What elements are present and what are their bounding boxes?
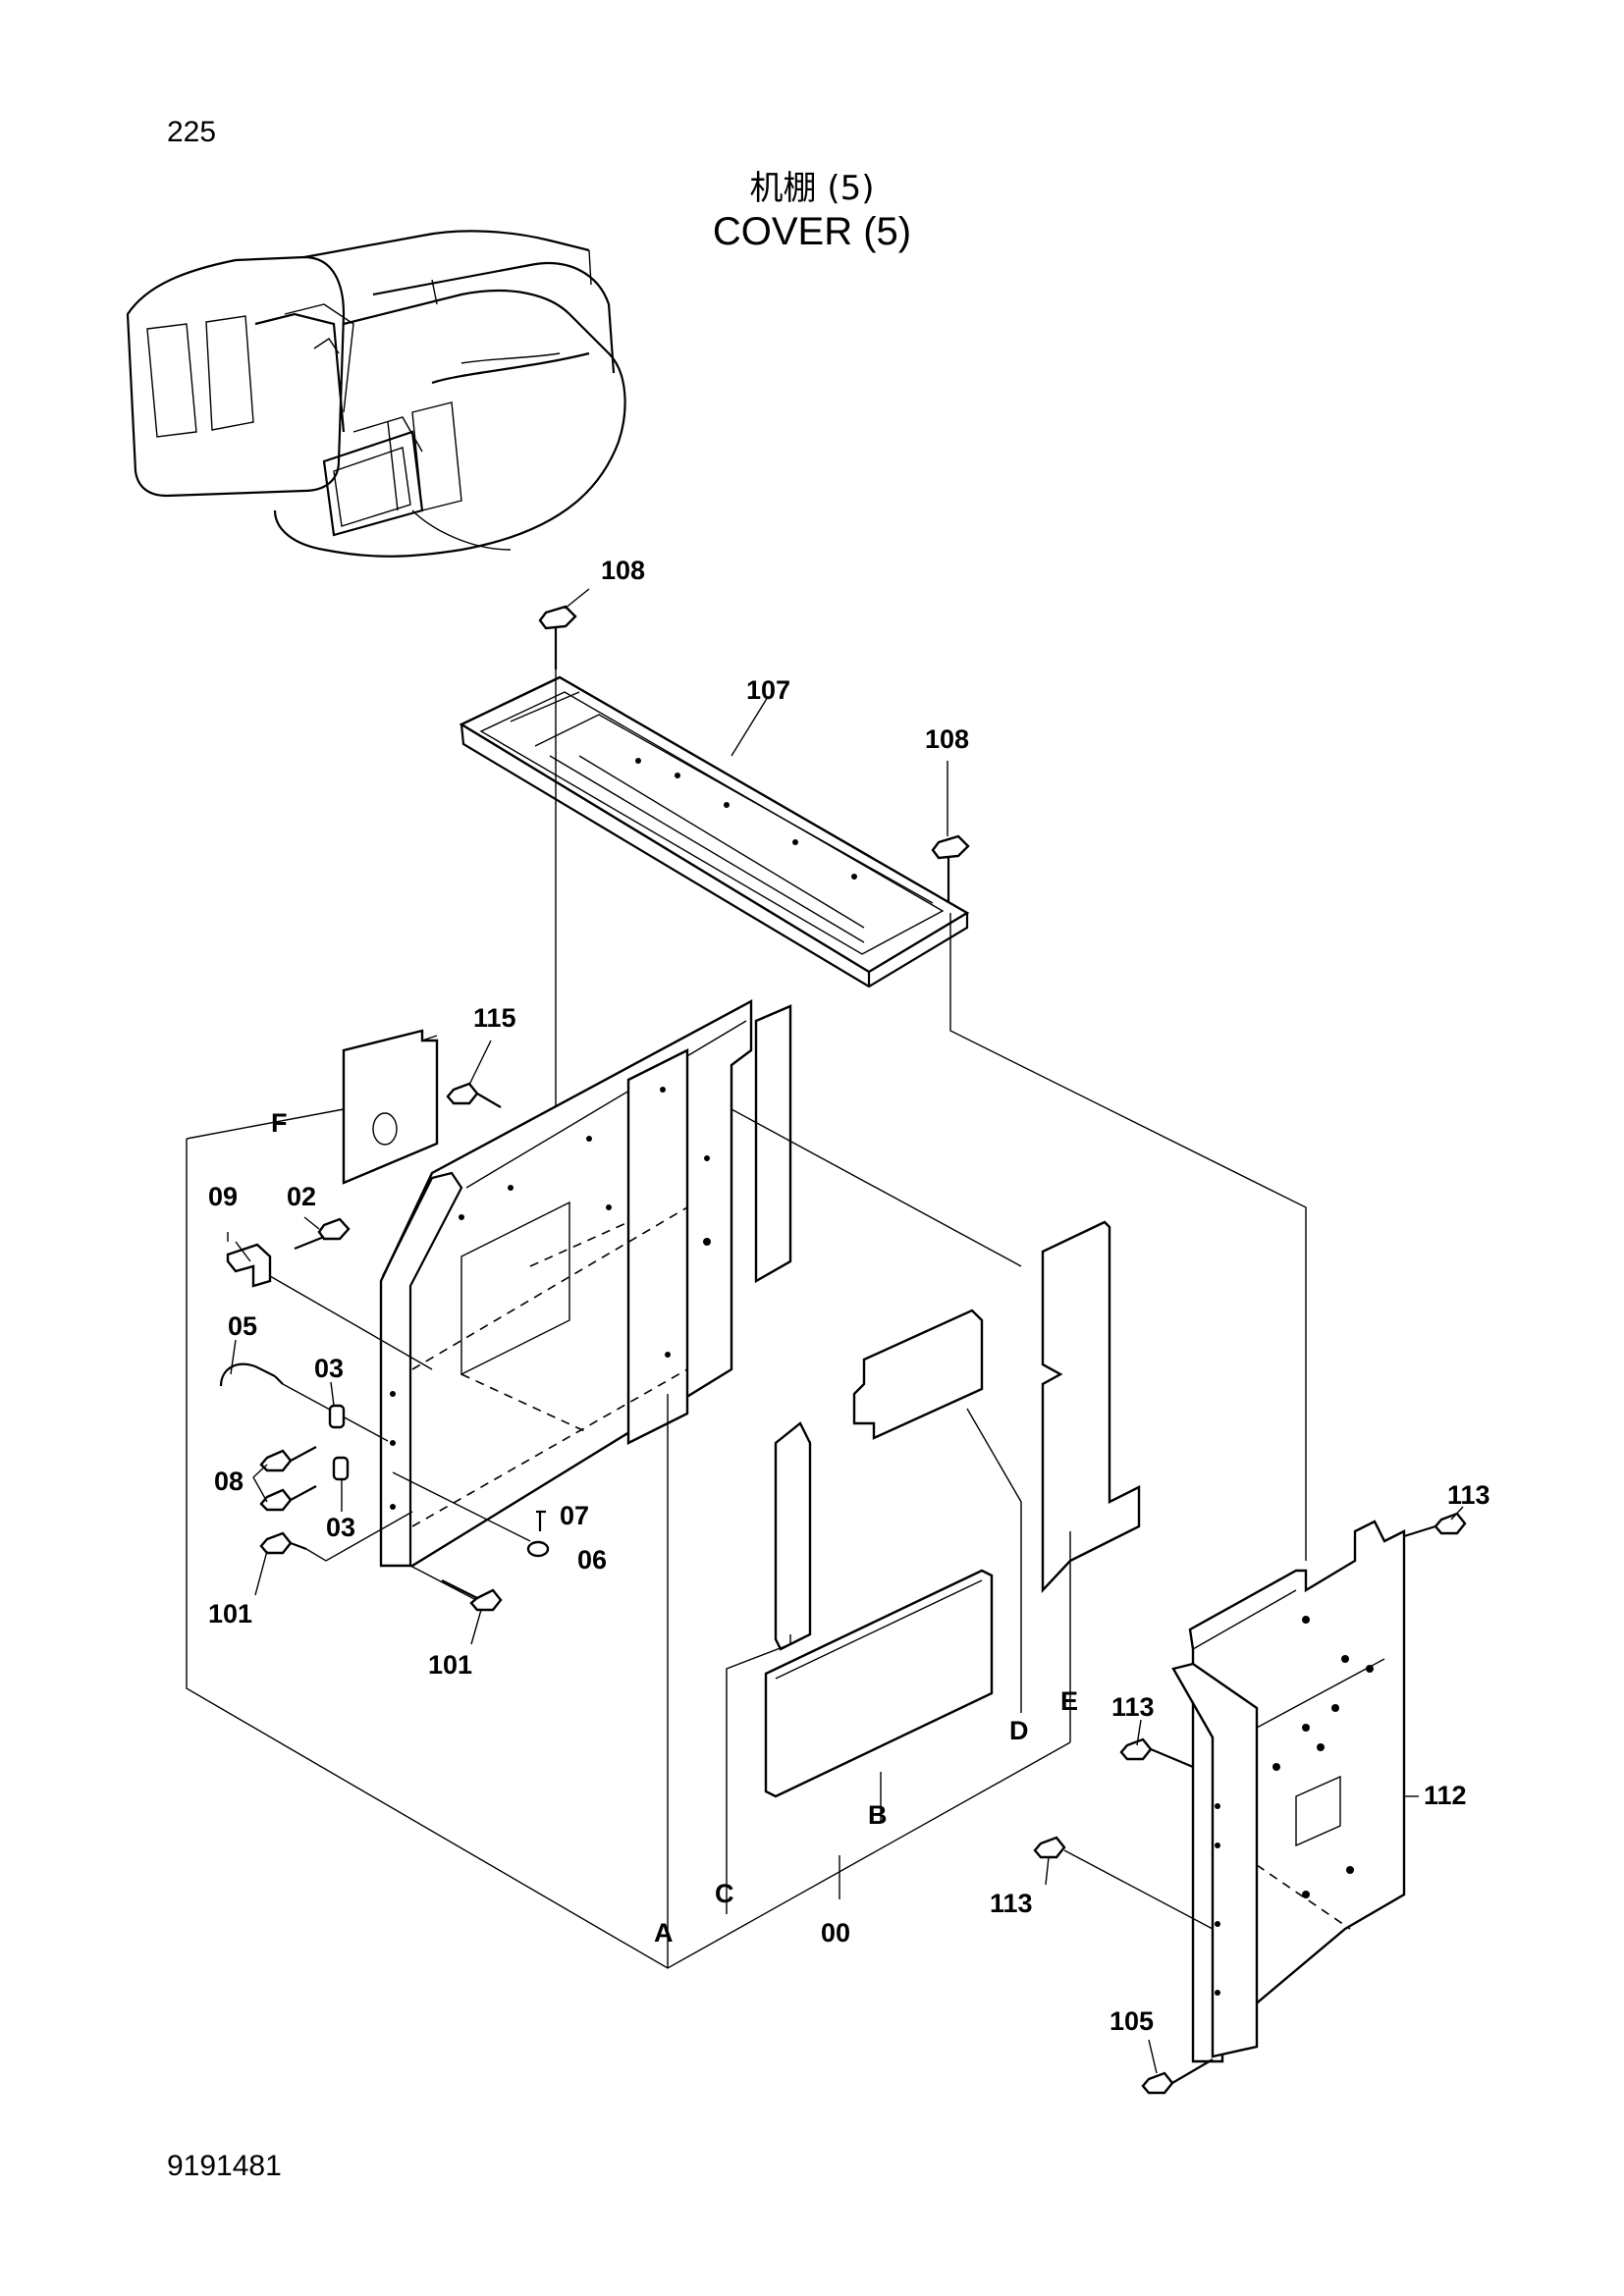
leader-08 (252, 1464, 268, 1503)
callout-00: 00 (821, 1918, 850, 1948)
part-115-bolt (446, 1082, 502, 1108)
callout-E: E (1060, 1686, 1078, 1716)
leader-113a (1450, 1506, 1464, 1521)
leader-03a (330, 1381, 335, 1407)
callout-05: 05 (228, 1311, 257, 1341)
part-07-pin (536, 1510, 546, 1531)
callout-113-middle: 113 (1111, 1692, 1155, 1722)
part-09-bracket (226, 1232, 272, 1288)
part-105-bolt (1141, 2058, 1214, 2095)
drawing-number: 9191481 (167, 2150, 282, 2182)
part-101-bolt-left (259, 1531, 307, 1555)
leader-07-line (392, 1471, 531, 1542)
leader-101-center-line (409, 1565, 477, 1601)
callout-C: C (715, 1879, 734, 1908)
callout-108-right: 108 (925, 724, 969, 754)
callout-105: 105 (1110, 2006, 1154, 2036)
part-03-clip-lower (332, 1456, 350, 1481)
callout-03-upper: 03 (314, 1354, 344, 1383)
part-113-bolt-middle (1119, 1737, 1194, 1769)
leader-09-line (269, 1275, 433, 1370)
leader-101b (470, 1609, 482, 1645)
leader-E (731, 1108, 1022, 1267)
part-06-washer (526, 1540, 550, 1558)
callout-101-left: 101 (208, 1599, 252, 1629)
callout-03-lower: 03 (326, 1513, 355, 1542)
callout-09: 09 (208, 1182, 238, 1211)
title-english: COVER (5) (712, 210, 912, 253)
leader-02 (303, 1216, 320, 1230)
callout-07: 07 (560, 1501, 589, 1530)
leader-05 (230, 1339, 237, 1375)
callout-113-lower: 113 (990, 1889, 1033, 1918)
callout-101-center: 101 (428, 1650, 472, 1680)
leader-115 (468, 1040, 492, 1086)
part-112-side-panel (1171, 1520, 1406, 2063)
callout-06: 06 (577, 1545, 607, 1575)
title-chinese: 机棚 (5) (749, 169, 875, 208)
part-E-insulation-pad (1041, 1220, 1141, 1594)
callout-113-top: 113 (1447, 1480, 1490, 1510)
part-02-bolt (294, 1217, 351, 1251)
part-101-bolt-center (441, 1579, 503, 1612)
part-08-bolt-upper (259, 1446, 317, 1472)
part-C-insulation-pad (774, 1421, 812, 1651)
leader-C (726, 1634, 791, 1914)
part-F-insulation-pad (342, 1029, 439, 1185)
part-D-insulation-pad (852, 1308, 984, 1440)
excavator-overview-illustration (126, 230, 626, 558)
leader-09 (235, 1241, 251, 1262)
callout-08: 08 (214, 1467, 244, 1496)
leader-113c (1045, 1856, 1050, 1886)
callout-F: F (271, 1108, 288, 1138)
callout-A: A (654, 1918, 674, 1948)
leader-113b (1136, 1719, 1142, 1746)
leader-107 (731, 696, 769, 757)
part-B-insulation-pad (764, 1569, 994, 1798)
leader-101a (254, 1550, 268, 1596)
callout-02: 02 (287, 1182, 316, 1211)
part-08-bolt-lower (259, 1485, 317, 1512)
callout-115: 115 (473, 1003, 516, 1033)
part-108-bolt-right (931, 834, 970, 903)
leader-105 (1148, 2039, 1158, 2074)
callout-D: D (1009, 1716, 1029, 1745)
part-05-pin (219, 1362, 389, 1442)
part-107-top-cover (459, 675, 970, 988)
part-03-clip-upper (328, 1404, 346, 1429)
leader-108a (564, 588, 590, 610)
leader-113-lower-line (1063, 1849, 1214, 1930)
callout-107: 107 (746, 675, 790, 705)
part-side-panel (379, 998, 792, 1568)
assembly-outline (186, 1139, 1071, 1969)
callout-108-top: 108 (601, 556, 645, 585)
part-113-bolt-lower (1033, 1836, 1066, 1859)
page-number: 225 (167, 116, 217, 148)
callout-B: B (868, 1800, 888, 1830)
guide-line-top-right (949, 913, 1307, 1561)
part-113-bolt-top (1403, 1512, 1467, 1538)
leader-101-left-line (305, 1511, 413, 1562)
part-108-bolt-left (538, 605, 577, 677)
leader-D (966, 1408, 1022, 1713)
callout-112: 112 (1424, 1781, 1467, 1810)
leader-F (186, 1108, 345, 1140)
